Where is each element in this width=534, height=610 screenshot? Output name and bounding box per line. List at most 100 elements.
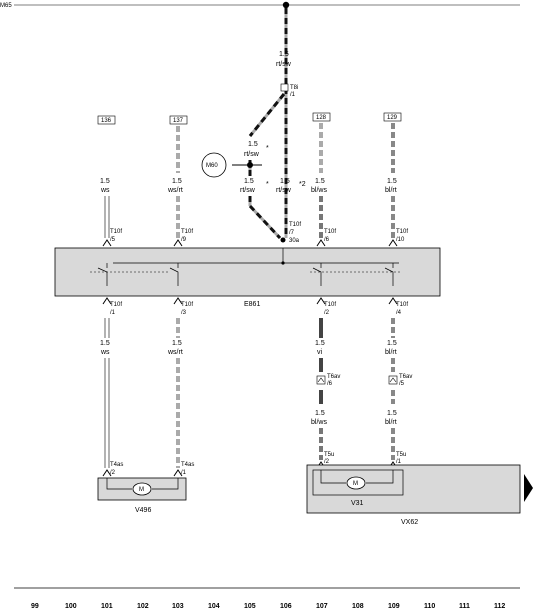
wire1-color: ws [100,187,110,194]
pin-lower-4-conn: T10f [396,302,408,308]
ref-box-129 [383,112,402,122]
pin-lower-4-pin: /4 [396,310,402,316]
top-wire-color: rt/sw [276,61,292,68]
lower-wire2-size: 1.5 [172,340,182,347]
motor-left-label: V496 [135,507,151,514]
wire2-size: 1.5 [172,178,182,185]
ref-128: 128 [316,115,327,121]
side-wire-color: rt/sw [244,151,260,158]
wire1-size: 1.5 [100,178,110,185]
motor-right-label: V31 [351,500,364,507]
footer-num: 109 [388,603,400,610]
footer-num: 99 [31,603,39,610]
footer-num: 105 [244,603,256,610]
note-2: *2 [299,181,306,188]
t8i-connector [280,83,289,92]
footer-num: 107 [316,603,328,610]
pin-upper-3-conn: T10f [289,222,301,228]
pin-arrow-upper-4 [316,239,326,247]
continuation-arrow-icon[interactable] [524,474,533,502]
pin-upper-1-pin: /5 [110,237,116,243]
pin-lower-2-pin: /3 [181,310,187,316]
footer-num: 110 [424,603,435,610]
wire4-size: 1.5 [280,178,290,185]
wire6-color: bl/rt [385,187,397,194]
motor-v31-box [312,469,404,496]
lower-wire4-size: 1.5 [387,340,397,347]
t6av-2-pin: /5 [399,381,405,387]
switch-label: E861 [244,301,260,308]
pin-upper-2-pin: /9 [181,237,187,243]
side-wire-mark: * [266,145,269,152]
mid-wire2-size: 1.5 [387,410,397,417]
unit-right-label: VX62 [401,519,418,526]
bus-junction-dot [282,1,290,9]
ground-label: M60 [206,163,218,169]
t5u-2-pin: /1 [396,459,402,465]
header-label: M65 [0,3,12,9]
lower-wire1-color: ws [100,349,110,356]
wire2-color: ws/rt [167,187,183,194]
pin-upper-4-conn: T10f [324,229,336,235]
unit-vx62-box [306,464,521,514]
ref-box-128 [312,112,331,122]
wire5-size: 1.5 [315,178,325,185]
pin-upper-5-conn: T10f [396,229,408,235]
pin-upper-4-pin: /6 [324,237,330,243]
pin-lower-3-pin: /2 [324,310,330,316]
pin-lower-1-conn: T10f [110,302,122,308]
t6av-connector-2 [388,375,398,385]
wire4-color: rt/sw [276,187,292,194]
switch-contact-4 [384,263,394,286]
t5u-1-pin: /2 [324,459,330,465]
ground-junction-dot [247,162,253,168]
lower-wire1-size: 1.5 [100,340,110,347]
wire5-color: bl/ws [311,187,327,194]
t4as-2-conn: T4as [181,462,194,468]
pin-arrow-lower-2 [173,297,183,305]
mid-wire1-color: bl/ws [311,419,327,426]
mid-wire1-size: 1.5 [315,410,325,417]
wire3-size: 1.5 [244,178,254,185]
ground-point-symbol [201,152,227,178]
t4as-2-pin: /1 [181,470,187,476]
side-wire-size: 1.5 [248,141,258,148]
t8i-pin: /1 [290,92,296,98]
switch-contact-2 [169,263,179,286]
t6av-connector-1 [316,375,326,385]
footer-num: 106 [280,603,292,610]
pin-lower-3-conn: T10f [324,302,336,308]
footer-num: 100 [65,603,77,610]
t8i-conn: T8i [290,85,298,91]
t4as-arrow-2 [173,469,183,477]
wire3-color: rt/sw [240,187,256,194]
pin-lower-1-pin: /1 [110,310,116,316]
note-star: * [266,181,269,188]
t4as-1-conn: T4as [110,462,123,468]
switch-contact-3 [312,263,322,286]
footer-num: 104 [208,603,220,610]
footer-num: 103 [172,603,184,610]
pin-arrow-upper-5 [388,239,398,247]
ref-129: 129 [387,115,398,121]
motor-v31-symbol [346,476,366,490]
pin-30a-dot [280,237,286,243]
lower-wire3-color: vi [317,349,323,356]
lower-wire3-size: 1.5 [315,340,325,347]
pin-30a: 30a [289,238,300,244]
motor-v496-symbol [132,482,152,496]
footer-num: 102 [137,603,149,610]
footer-number-row: 99 100 101 102 103 104 105 106 107 108 1… [31,603,505,610]
wire6-size: 1.5 [387,178,397,185]
pin-arrow-lower-4 [388,297,398,305]
t5u-2-conn: T5u [396,452,406,458]
t6av-1-pin: /6 [327,381,333,387]
ref-136: 136 [101,118,112,124]
ref-box-136 [97,115,116,125]
mid-wire2-color: bl/rt [385,419,397,426]
motor-v496-m: M [139,487,144,493]
pin-lower-2-conn: T10f [181,302,193,308]
t6av-2-conn: T6av [399,374,412,380]
pin-upper-5-pin: /10 [396,237,405,243]
pin-arrow-lower-1 [102,297,112,305]
